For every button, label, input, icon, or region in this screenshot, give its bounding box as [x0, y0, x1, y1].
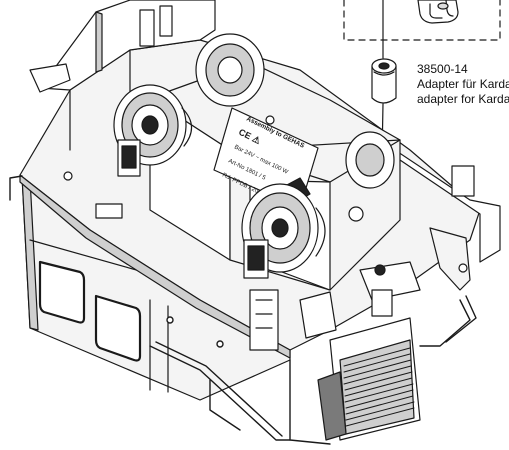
right-frame	[379, 139, 501, 291]
wire-frame	[9, 175, 477, 445]
caption-english: adapter for Kardan shaft	[417, 92, 509, 106]
shaft-bracket	[249, 261, 421, 351]
adapter-sleeve-icon	[371, 58, 397, 104]
lower-clamp	[243, 239, 269, 279]
caption-german: Adapter für Kardanwelle	[417, 77, 509, 91]
drive-wheel-center	[195, 33, 265, 107]
part-number: 38500-14	[417, 62, 468, 76]
rear-frame	[29, 0, 216, 151]
inset-adapter-icon	[417, 0, 459, 24]
left-clamp	[63, 139, 141, 219]
gearbox-stack	[317, 317, 421, 441]
drive-wheel-right	[345, 131, 395, 189]
